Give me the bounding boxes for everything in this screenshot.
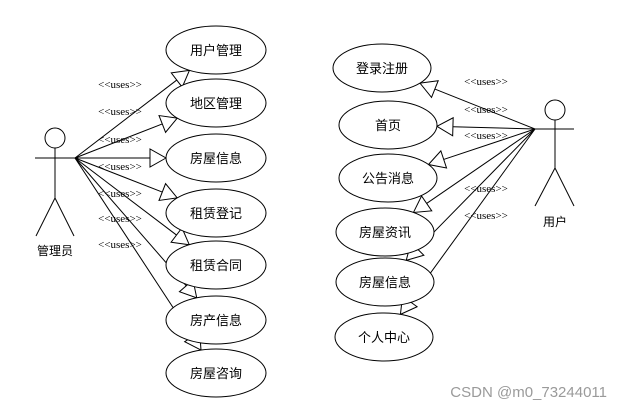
use-case-label: 个人中心 [358,331,410,346]
use-case-ellipse[interactable] [165,188,267,238]
arrowhead [158,114,179,134]
actor-admin-head [44,127,66,149]
use-case-ellipse[interactable] [332,43,432,93]
use-case-label: 租赁登记 [190,207,242,222]
association-line [74,79,178,159]
use-case-ellipse[interactable] [335,257,435,307]
use-case-label: 租赁合同 [190,259,242,274]
use-case-label: 房屋信息 [359,275,411,291]
uses-label: <<uses>> [464,76,508,88]
use-case-ellipse[interactable] [165,25,267,75]
association-line [74,157,177,236]
arrowhead [419,80,439,99]
use-case[interactable]: 房屋信息 [165,133,267,183]
uses-label: <<uses>> [98,239,142,251]
actor-user [534,99,575,207]
use-case-label: 公告消息 [362,171,414,187]
actor-user-leg-left [534,167,556,207]
use-case-label: 房屋资讯 [359,225,411,241]
use-case-ellipse[interactable] [165,240,267,290]
uses-label: <<uses>> [98,134,142,146]
use-case[interactable]: 租赁合同 [165,240,267,290]
use-case-ellipse[interactable] [165,295,267,345]
actor-user-head [544,99,566,121]
association-line [74,157,193,338]
association-line [434,88,536,130]
association-line [417,128,536,250]
association-line [426,128,536,204]
association-line [452,126,536,130]
arrowhead [170,226,191,246]
use-case-ellipse[interactable] [334,312,434,362]
association-line [443,128,536,160]
actor-admin-leg-right [54,197,75,237]
use-case-ellipse[interactable] [335,207,435,257]
use-case[interactable]: 房屋咨询 [165,348,267,398]
use-case-ellipse[interactable] [165,348,267,398]
use-case[interactable]: 用户管理 [165,25,267,75]
actor-user-label: 用户 [543,214,567,229]
use-case[interactable]: 登录注册 [332,43,432,93]
use-case-ellipse[interactable] [338,153,438,203]
use-case[interactable]: 个人中心 [334,312,434,362]
use-case-label: 登录注册 [356,62,408,77]
use-case[interactable]: 租赁登记 [165,188,267,238]
actor-admin [35,127,75,237]
arrowhead [435,116,454,137]
uses-label: <<uses>> [464,210,508,222]
use-case-label: 用户管理 [190,43,242,59]
uses-label: <<uses>> [98,213,142,225]
use-case-label: 地区管理 [190,97,242,112]
uses-label: <<uses>> [464,130,508,142]
use-case[interactable]: 房产信息 [165,295,267,345]
uses-label: <<uses>> [98,161,142,173]
actor-user-leg-right [554,167,575,207]
arrowhead [149,148,168,168]
actor-admin-leg-left [35,197,56,237]
uses-label: <<uses>> [98,188,142,200]
use-case-label: 房屋咨询 [190,366,242,382]
watermark: CSDN @m0_73244011 [450,384,607,401]
use-case-label: 房产信息 [190,313,242,329]
use-case[interactable]: 首页 [338,100,438,150]
use-case[interactable]: 房屋信息 [335,257,435,307]
uses-label: <<uses>> [98,106,142,118]
use-case-label: 房屋信息 [190,151,242,167]
association-line [74,157,163,193]
uses-label: <<uses>> [98,79,142,91]
use-case-label: 首页 [375,119,401,134]
use-case[interactable]: 地区管理 [165,78,267,128]
use-case-ellipse[interactable] [165,78,267,128]
arrowhead [412,194,433,214]
arrowhead [170,69,191,89]
use-case[interactable]: 房屋资讯 [335,207,435,257]
association-line [74,123,163,159]
use-case-ellipse[interactable] [165,133,267,183]
actor-admin-label: 管理员 [37,243,73,258]
uses-label: <<uses>> [464,183,508,195]
use-case-ellipse[interactable] [338,100,438,150]
use-case[interactable]: 公告消息 [338,153,438,203]
uses-label: <<uses>> [464,104,508,116]
